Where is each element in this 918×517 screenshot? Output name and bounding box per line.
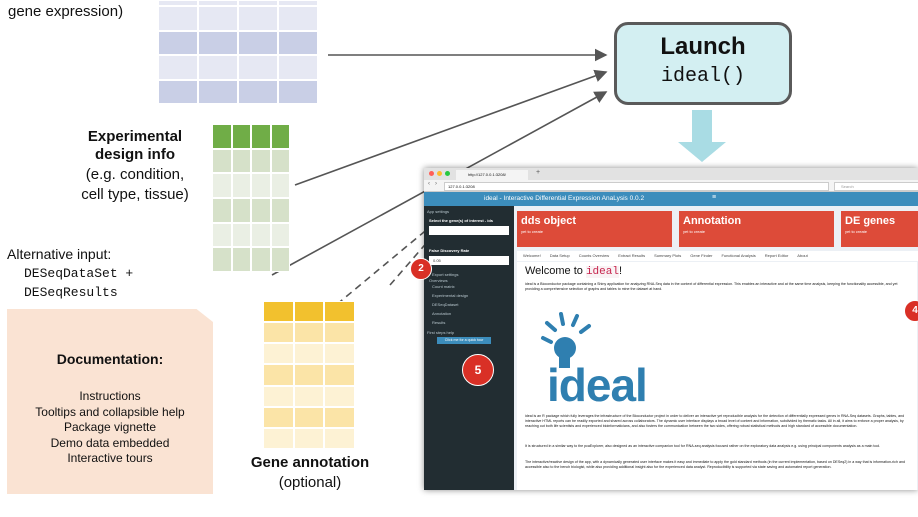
design-title-line2: design info bbox=[95, 146, 175, 163]
value-box-sub: yet to create bbox=[521, 229, 544, 234]
sidebar-item[interactable]: Results bbox=[432, 320, 446, 325]
tab-extract-results[interactable]: Extract Results bbox=[618, 253, 646, 258]
badge-2: 2 bbox=[410, 258, 432, 280]
doc-item: Tooltips and collapsible help bbox=[35, 404, 185, 419]
doc-item: Interactive tours bbox=[67, 451, 153, 465]
sidebar-app-settings[interactable]: App settings bbox=[427, 209, 450, 214]
browser-tabbar: http://127.0.0.1:3208/ + bbox=[424, 168, 918, 180]
doc-item: Package vignette bbox=[63, 420, 157, 434]
intro-text: ideal is a Bioconductor package containi… bbox=[525, 282, 898, 291]
annotation-sub: (optional) bbox=[278, 474, 342, 491]
expression-matrix-grid bbox=[158, 0, 318, 104]
browser-tab[interactable]: http://127.0.0.1:3208/ bbox=[456, 170, 528, 180]
tab-report-editor[interactable]: Report Editor bbox=[764, 253, 789, 258]
launch-title: Launch bbox=[660, 33, 746, 60]
sidebar-first-steps[interactable]: First steps help bbox=[427, 330, 455, 335]
launch-box: Launch ideal() bbox=[614, 22, 792, 105]
back-icon[interactable]: ‹ bbox=[428, 181, 430, 187]
sidebar-overviews[interactable]: Overviews bbox=[429, 278, 448, 283]
sidebar-item[interactable]: Count matrix bbox=[432, 284, 455, 289]
welcome-title: Welcome to bbox=[525, 265, 583, 277]
doc-item: Demo data embedded bbox=[50, 435, 170, 450]
tour-button[interactable]: Click me for a quick tour bbox=[437, 337, 491, 344]
value-box-title: dds object bbox=[521, 215, 577, 227]
browser-address-bar: ‹ › 127.0.0.1:3208 Search bbox=[424, 180, 918, 192]
fdr-label: False Discovery Rate bbox=[429, 248, 470, 253]
expression-label: gene expression) bbox=[8, 3, 124, 20]
design-title-line1: Experimental bbox=[87, 128, 183, 145]
value-box-title: Annotation bbox=[683, 215, 742, 227]
value-box-sub: yet to create bbox=[683, 229, 706, 234]
annotation-title: Gene annotation bbox=[250, 454, 370, 471]
doc-item: Instructions bbox=[79, 389, 141, 403]
tab-about[interactable]: About bbox=[797, 253, 808, 258]
tab-functional-analysis[interactable]: Functional Analysis bbox=[721, 253, 756, 258]
value-box-de-genes: DE genes yet to create bbox=[841, 211, 918, 247]
app-tabs: Welcome! Data Setup Counts Overview Extract… bbox=[517, 251, 918, 261]
arrow-launch-to-app bbox=[678, 110, 726, 162]
new-tab-icon[interactable]: + bbox=[536, 169, 541, 176]
value-box-annotation: Annotation yet to create bbox=[679, 211, 834, 247]
description-para-1: ideal is an R package which fully levera… bbox=[525, 414, 905, 428]
sidebar-export-settings[interactable]: Export settings bbox=[432, 272, 459, 277]
documentation-title: Documentation: bbox=[56, 351, 164, 367]
badge-4: 4 bbox=[904, 300, 918, 322]
welcome-panel: Welcome to ideal! ideal is a Bioconducto… bbox=[517, 262, 917, 490]
tab-data-setup[interactable]: Data Setup bbox=[549, 253, 570, 258]
launch-call: ideal() bbox=[660, 65, 745, 88]
alt-input-line1: Alternative input: bbox=[7, 246, 112, 262]
badge-5: 5 bbox=[462, 354, 494, 386]
logo-text: ideal bbox=[547, 359, 648, 411]
url-field[interactable]: 127.0.0.1:3208 bbox=[444, 182, 829, 191]
value-box-dds: dds object yet to create bbox=[517, 211, 672, 247]
sidebar-item[interactable]: Annotation bbox=[432, 311, 452, 316]
app-header-title: ideal - Interactive Differential Express… bbox=[484, 195, 645, 202]
select-genes-input[interactable] bbox=[429, 226, 509, 235]
value-box-sub: yet to create bbox=[845, 229, 868, 234]
tab-gene-finder[interactable]: Gene Finder bbox=[690, 253, 713, 258]
description-para-3: The interactive/reactive design of the a… bbox=[525, 460, 905, 469]
tab-summary-plots[interactable]: Summary Plots bbox=[654, 253, 682, 258]
design-sub1: (e.g. condition, bbox=[85, 166, 185, 183]
welcome-heading: Welcome to ideal! bbox=[525, 265, 622, 278]
design-sub2: cell type, tissue) bbox=[81, 186, 189, 203]
app-sidebar: App settings Select the gene(s) of inter… bbox=[424, 206, 514, 490]
documentation-box: Documentation: Instructions Tooltips and… bbox=[7, 309, 213, 494]
app-header: ideal - Interactive Differential Express… bbox=[424, 192, 918, 207]
arrow-design-to-launch bbox=[294, 69, 608, 186]
sidebar-item[interactable]: Experimental design bbox=[432, 293, 469, 298]
tab-welcome[interactable]: Welcome! bbox=[523, 253, 541, 258]
sidebar-item[interactable]: DESeqDataset bbox=[432, 302, 459, 307]
design-grid bbox=[212, 124, 290, 272]
app-screenshot: http://127.0.0.1:3208/ + ‹ › 127.0.0.1:3… bbox=[424, 168, 918, 490]
select-genes-label: Select the gene(s) of interest - ids bbox=[429, 218, 494, 223]
menu-toggle-icon[interactable]: ≡ bbox=[712, 194, 717, 201]
tab-counts-overview[interactable]: Counts Overview bbox=[578, 253, 610, 258]
alt-input-line2: DESeqDataSet + bbox=[24, 266, 134, 281]
alt-input-line3: DESeqResults bbox=[24, 285, 118, 300]
welcome-bang: ! bbox=[618, 265, 623, 277]
forward-icon[interactable]: › bbox=[435, 181, 437, 187]
browser-search[interactable]: Search bbox=[834, 182, 918, 191]
app-main: dds object yet to create Annotation yet … bbox=[514, 206, 918, 490]
welcome-code: ideal bbox=[585, 266, 619, 278]
ideal-logo bbox=[541, 312, 591, 368]
value-box-title: DE genes bbox=[845, 215, 896, 227]
description-para-2: It is structured in a similar way to the… bbox=[525, 444, 881, 448]
annotation-grid bbox=[263, 301, 355, 449]
fdr-input[interactable]: 0.05 bbox=[429, 256, 509, 265]
